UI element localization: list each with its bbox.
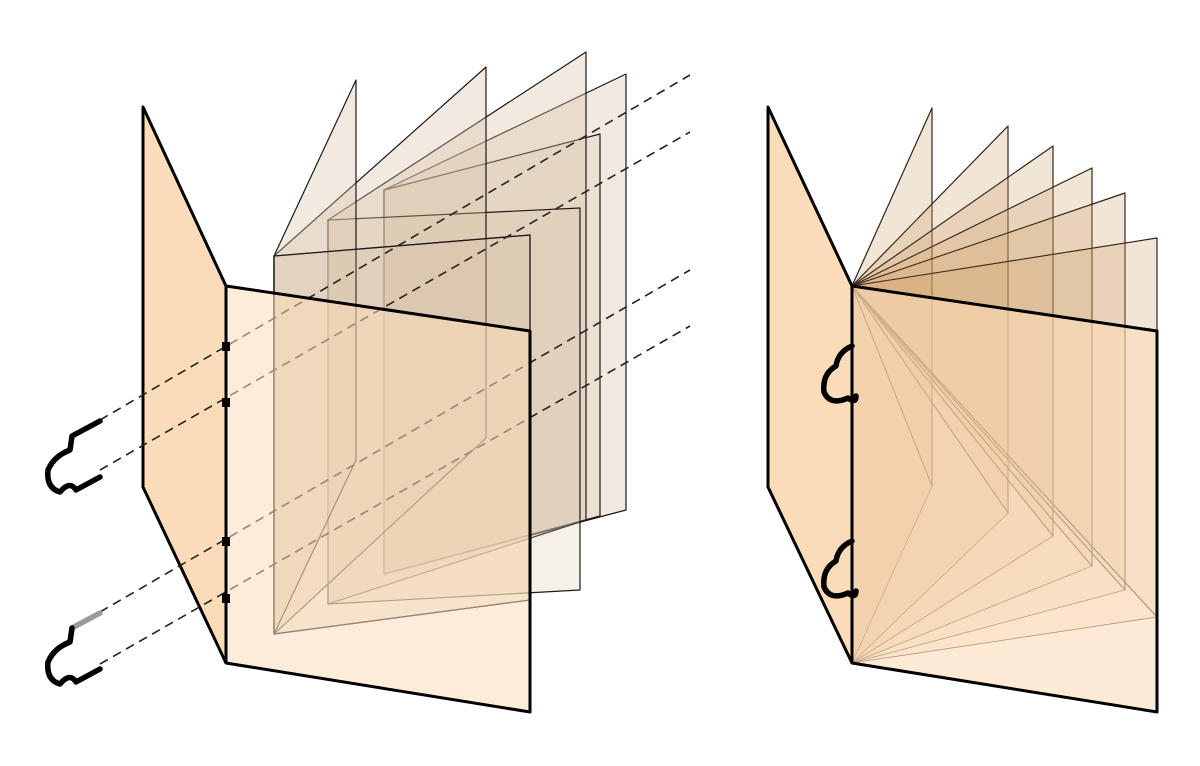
binding-ring-lower-attached xyxy=(821,538,859,599)
binding-ring-lower xyxy=(45,625,103,687)
guide-line-3 xyxy=(99,269,691,613)
hole-2 xyxy=(222,398,230,407)
front-cover-assembled xyxy=(850,284,1159,714)
hole-3 xyxy=(222,537,230,546)
assembled-view xyxy=(766,105,1159,714)
binding-ring-upper xyxy=(45,418,103,495)
exploded-view xyxy=(45,51,691,714)
hole-4 xyxy=(222,594,230,603)
guide-line-1 xyxy=(99,74,691,421)
front-cover xyxy=(224,284,532,714)
guide-line-4 xyxy=(99,325,691,665)
guide-line-2 xyxy=(99,131,691,471)
punched-holes xyxy=(222,342,230,603)
binding-ring-upper-attached xyxy=(821,343,859,404)
back-cover-assembled xyxy=(766,105,854,665)
alignment-guides xyxy=(99,74,691,665)
hole-1 xyxy=(222,342,230,351)
